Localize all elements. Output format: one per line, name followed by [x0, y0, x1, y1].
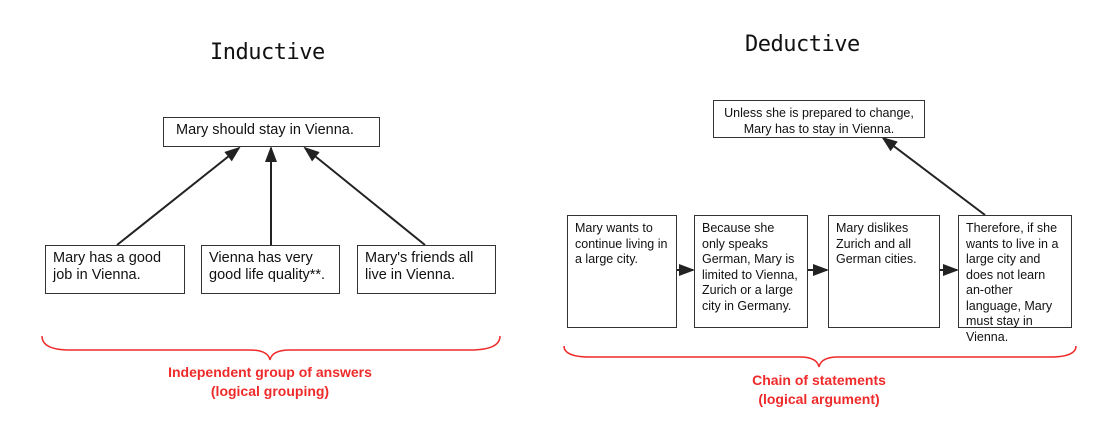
caption-line: Chain of statements	[752, 372, 886, 388]
caption-line: (logical argument)	[758, 391, 880, 407]
inductive-caption: Independent group of answers (logical gro…	[120, 363, 420, 401]
premise-box: Mary has a good job in Vienna.	[45, 245, 185, 294]
chain-box: Because she only speaks German, Mary is …	[694, 215, 808, 328]
chain-box: Mary wants to continue living in a large…	[567, 215, 677, 328]
inductive-title: Inductive	[210, 40, 325, 65]
arrow-to-conclusion	[881, 136, 986, 216]
premise-box: Vienna has very good life quality**.	[201, 245, 340, 294]
arrow-premise-3	[303, 146, 426, 246]
chain-box: Therefore, if she wants to live in a lar…	[958, 215, 1072, 344]
deductive-title: Deductive	[745, 32, 860, 57]
brace-inductive	[41, 335, 501, 361]
caption-line: (logical grouping)	[210, 383, 330, 399]
deductive-caption: Chain of statements (logical argument)	[669, 371, 969, 409]
caption-line: Independent group of answers	[168, 364, 372, 380]
inductive-conclusion-box: Mary should stay in Vienna.	[163, 117, 380, 147]
arrow-premise-1	[116, 146, 241, 246]
premise-box: Mary's friends all live in Vienna.	[357, 245, 496, 294]
brace-deductive	[563, 345, 1077, 368]
chain-box: Mary dislikes Zurich and all German citi…	[828, 215, 940, 328]
deductive-conclusion-box: Unless she is prepared to change, Mary h…	[713, 100, 925, 138]
